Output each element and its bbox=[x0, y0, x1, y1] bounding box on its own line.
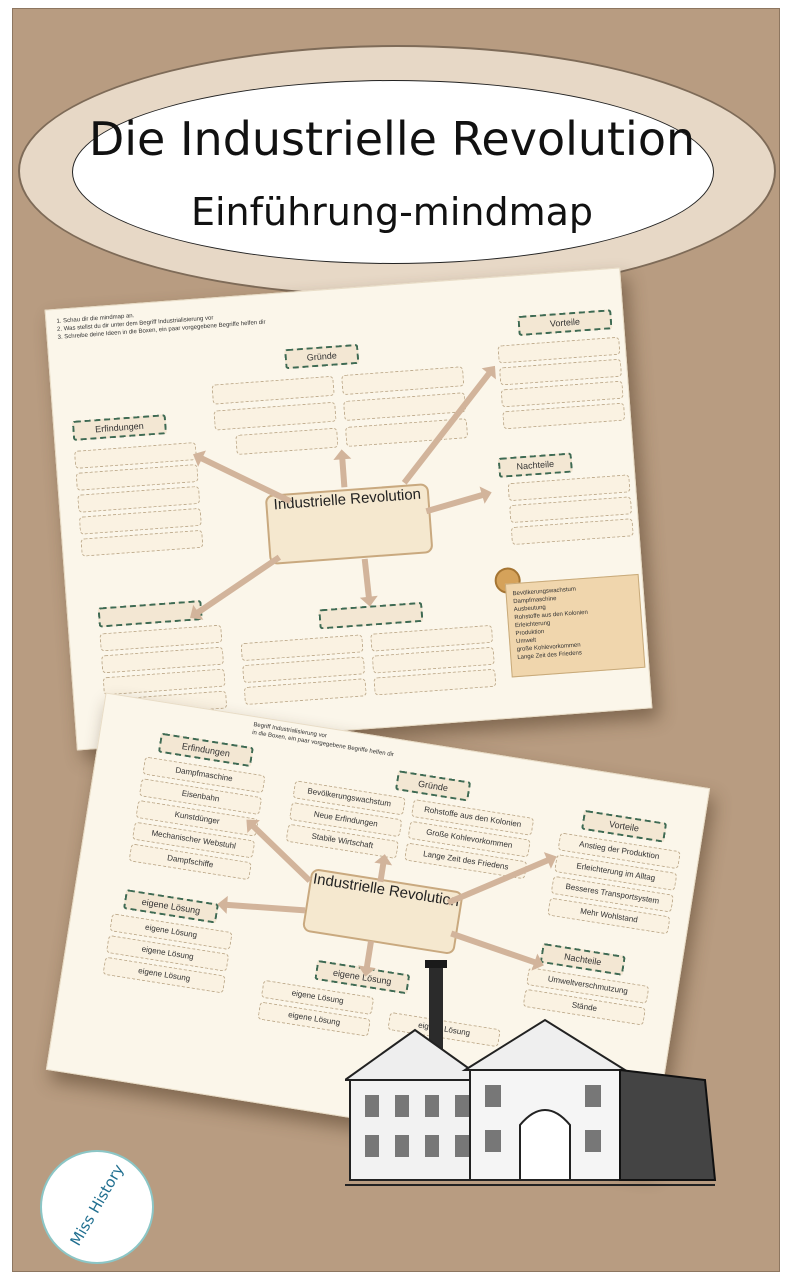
page-subtitle: Einführung-mindmap bbox=[190, 190, 594, 234]
header-vorteile: Vorteile bbox=[517, 309, 613, 337]
worksheet-blank: 1. Schau dir die mindmap an. 2. Was stel… bbox=[44, 267, 653, 751]
header-nachteile: Nachteile bbox=[497, 452, 573, 478]
answer-box bbox=[213, 401, 337, 431]
arrow-down bbox=[361, 558, 373, 600]
answer-box bbox=[243, 678, 367, 706]
answer-box bbox=[510, 518, 634, 546]
center-label: Industrielle Revolution bbox=[311, 870, 461, 911]
header-erfindungen: Erfindungen bbox=[71, 414, 168, 441]
arrow-right bbox=[425, 491, 485, 515]
miss-history-logo: Miss History bbox=[40, 1150, 154, 1264]
logo-text: Miss History bbox=[66, 1161, 128, 1249]
arrow-left-up bbox=[198, 455, 292, 504]
page-title: Die Industrielle Revolution bbox=[88, 112, 696, 166]
answer-box bbox=[373, 668, 497, 696]
title-inner-oval bbox=[72, 80, 714, 264]
header-gruende: Gründe bbox=[284, 343, 360, 370]
factory-illustration bbox=[345, 960, 717, 1186]
arrow-up bbox=[339, 457, 348, 488]
word-bank: Bevölkerungswachstum Dampfmaschine Ausbe… bbox=[504, 573, 646, 678]
answer-box bbox=[341, 366, 465, 396]
header-gruende: Gründe bbox=[394, 770, 472, 802]
instructions: 1. Schau dir die mindmap an. 2. Was stel… bbox=[56, 303, 266, 342]
answer-box bbox=[80, 529, 204, 557]
answer-box bbox=[235, 427, 339, 456]
arrow-left-down bbox=[194, 554, 282, 616]
answer-box bbox=[211, 375, 335, 405]
center-node: Industrielle Revolution bbox=[264, 483, 434, 565]
answer-box bbox=[502, 402, 626, 430]
center-label: Industrielle Revolution bbox=[273, 485, 422, 514]
answer-box bbox=[343, 392, 467, 422]
arrow-left bbox=[225, 901, 306, 914]
